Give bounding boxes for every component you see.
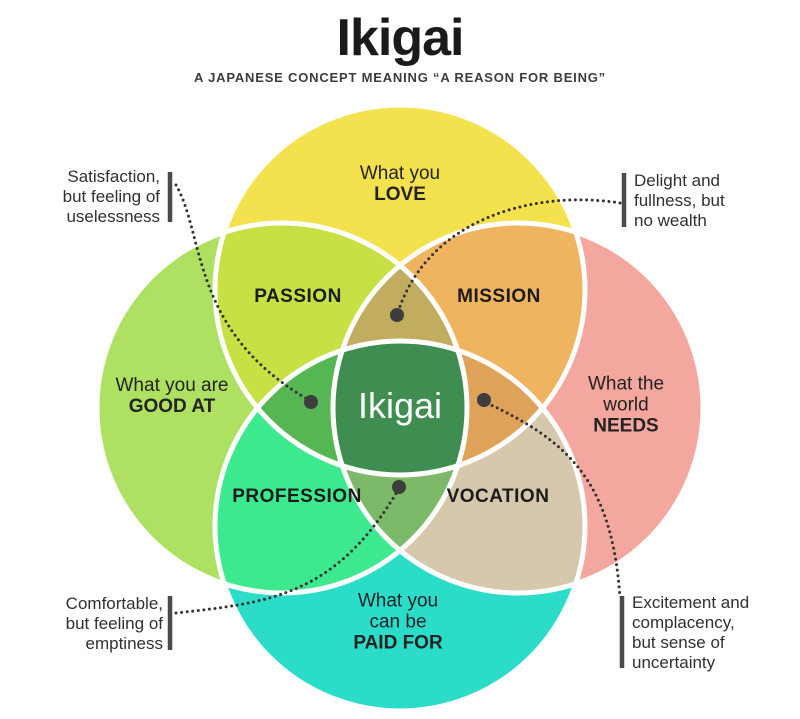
petal-right	[333, 341, 585, 475]
circle-outline-needs	[330, 220, 706, 596]
label-paid-for-line3: PAID FOR	[353, 632, 443, 654]
label-profession: PROFESSION	[232, 486, 362, 507]
petal-bottom	[333, 341, 467, 593]
circle-outline-paid-for	[212, 338, 588, 714]
annotation-comfortable: Comfortable, but feeling of emptiness	[0, 594, 163, 654]
annotation-excitement-line4: uncertainty	[632, 653, 716, 672]
annotation-delight-line1: Delight and	[634, 171, 721, 190]
annotation-satisfaction-line2: but feeling of	[62, 187, 160, 206]
annotation-excitement-line2: complacency,	[632, 613, 735, 632]
annotation-comfortable-line1: Comfortable,	[65, 594, 163, 613]
label-love: What you LOVE	[360, 163, 440, 205]
connector-dot-left-petal	[304, 395, 318, 409]
connector-dot-top-petal	[390, 308, 404, 322]
annotation-delight: Delight and fullness, but no wealth	[634, 171, 800, 231]
annotation-satisfaction-line1: Satisfaction,	[67, 167, 160, 186]
connector-dot-right-petal	[477, 393, 491, 407]
circle-outline-love	[212, 102, 588, 478]
annotation-excitement-line3: but sense of	[632, 633, 725, 652]
label-love-line1: What you	[359, 163, 441, 184]
label-mission: MISSION	[457, 286, 541, 307]
label-good-at-line2: GOOD AT	[128, 396, 216, 417]
page-subtitle: A JAPANESE CONCEPT MEANING “A REASON FOR…	[194, 70, 606, 85]
label-needs-line3: NEEDS	[593, 415, 659, 437]
annotation-comfortable-line3: emptiness	[85, 634, 163, 653]
connector-line-comfortable	[174, 488, 400, 615]
label-needs: What the world NEEDS	[588, 374, 664, 437]
annotation-delight-line2: fullness, but	[634, 191, 725, 210]
page-title: Ikigai	[336, 9, 465, 67]
petal-left	[215, 341, 467, 475]
annotation-delight-line3: no wealth	[634, 211, 707, 230]
label-vocation: VOCATION	[446, 486, 550, 507]
annotation-satisfaction-line3: uselessness	[66, 207, 160, 226]
label-paid-for-line1: What you	[357, 590, 439, 612]
petal-top	[333, 223, 467, 475]
label-good-at-line1: What you are	[115, 375, 229, 396]
label-paid-for: What you can be PAID FOR	[353, 591, 442, 654]
annotation-comfortable-line2: but feeling of	[65, 614, 163, 633]
label-paid-for-line2: can be	[369, 611, 427, 633]
circle-outline-good-at	[94, 220, 470, 596]
label-needs-line1: What the	[587, 373, 665, 395]
connector-dot-bottom-petal	[392, 480, 406, 494]
connector-line-satisfaction	[174, 183, 309, 401]
connector-line-delight	[396, 198, 622, 314]
annotation-satisfaction: Satisfaction, but feeling of uselessness	[0, 167, 160, 227]
annotation-excitement-line1: Excitement and	[632, 593, 750, 612]
label-needs-line2: world	[603, 394, 649, 416]
label-ikigai-center: Ikigai	[357, 385, 443, 426]
label-good-at: What you are GOOD AT	[116, 375, 229, 417]
annotation-excitement: Excitement and complacency, but sense of…	[632, 593, 800, 673]
label-love-line2: LOVE	[374, 184, 426, 205]
label-passion: PASSION	[254, 286, 342, 307]
